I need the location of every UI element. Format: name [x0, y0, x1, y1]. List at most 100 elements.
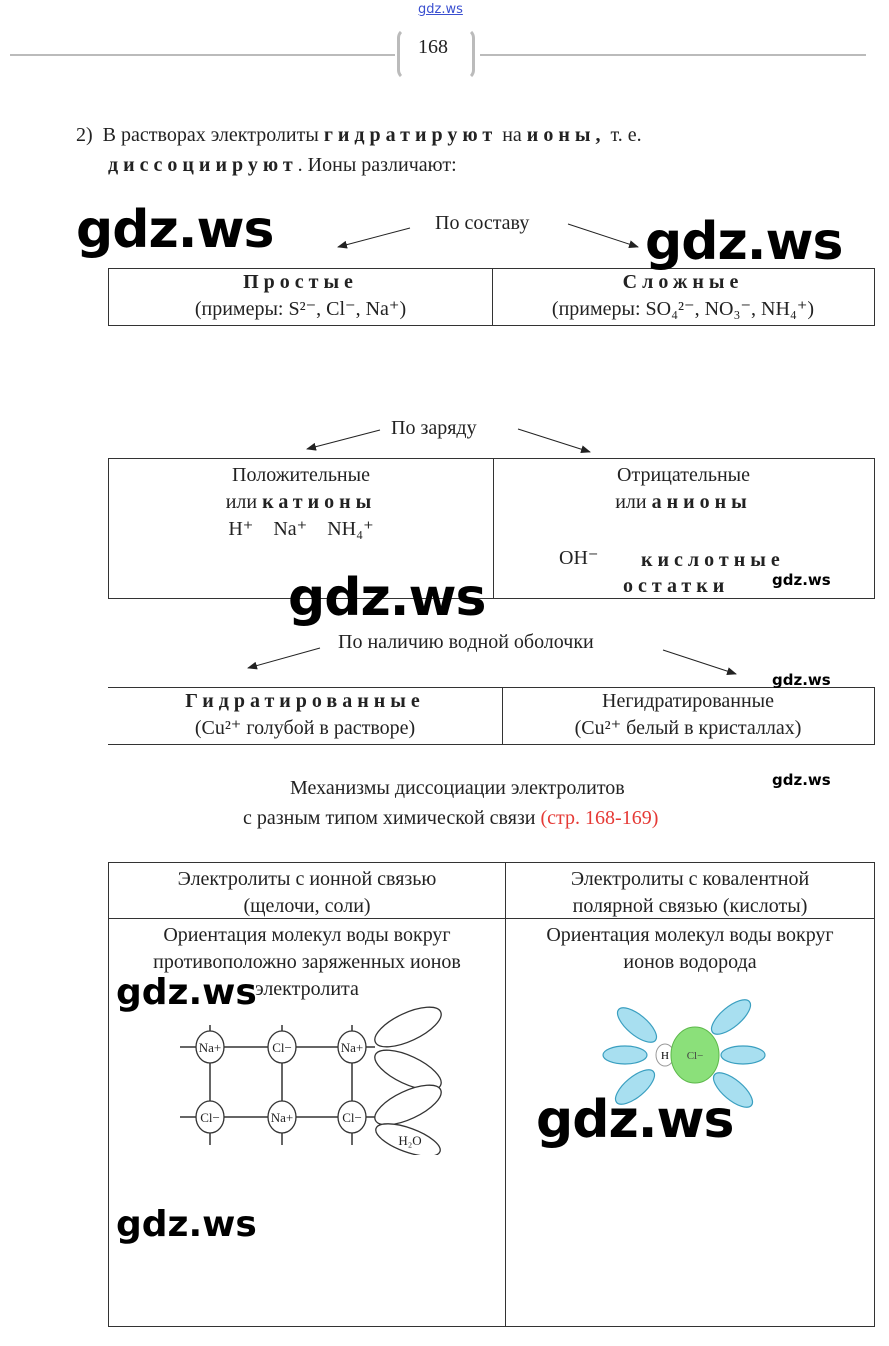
acid-residues-1: кислотные: [641, 549, 785, 571]
text: Ориентация молекул воды вокруг: [546, 924, 834, 946]
nonhydrated-example: (Cu²⁺ белый в кристаллах): [574, 717, 802, 739]
ion-label: Na+: [199, 1040, 222, 1055]
complex-cell: Сложные (примеры: SO₄²⁻, NO₃⁻, NH₄⁺): [492, 269, 874, 325]
watermark: gdz.ws: [116, 972, 257, 1013]
watermark: gdz.ws: [76, 200, 274, 260]
positive-cell: Положительные или катионы H⁺ Na⁺ NH₄⁺: [109, 459, 494, 598]
hydrogen-label: H: [661, 1050, 669, 1062]
mechanisms-table: Электролиты с ионной связью (щелочи, сол…: [108, 862, 875, 1327]
ionic-header: Электролиты с ионной связью (щелочи, сол…: [109, 866, 505, 920]
positive-title: Положительные: [232, 464, 370, 486]
watermark: gdz.ws: [645, 212, 843, 272]
ionic-lattice-diagram: Na+ Cl− Na+ Cl− Na+ Cl− H₂O: [180, 1006, 442, 1155]
text: или: [615, 491, 647, 513]
composition-label: По составу: [435, 212, 530, 234]
chlorine-label: Cl−: [687, 1050, 704, 1062]
covalent-body: Ориентация молекул воды вокруг ионов вод…: [506, 922, 874, 976]
complex-title: Сложные: [622, 271, 744, 293]
water-dipole: [374, 1084, 442, 1126]
watermark: gdz.ws: [772, 771, 831, 789]
covalent-header: Электролиты с ковалентной полярной связь…: [506, 866, 874, 920]
sodium-ion: [267, 1100, 297, 1134]
watermark: gdz.ws: [116, 1204, 257, 1245]
header-rule-right: [480, 54, 866, 56]
arrow-left: [306, 429, 381, 451]
text: противоположно заряженных ионов: [153, 951, 461, 973]
complex-examples: (примеры: SO₄²⁻, NO₃⁻, NH₄⁺): [551, 298, 815, 320]
text: электролита: [255, 978, 359, 1000]
ionic-body: Ориентация молекул воды вокруг противопо…: [109, 922, 505, 1003]
text: т. е.: [610, 124, 642, 146]
water-dipole: [720, 1045, 766, 1065]
hydrated-cell: Гидратированные (Cu²⁺ голубой в растворе…: [108, 688, 503, 744]
page-number-bracket: [397, 28, 475, 80]
positive-examples: H⁺ Na⁺ NH₄⁺: [228, 518, 374, 540]
column-divider: [505, 863, 506, 1326]
water-dipole: [616, 1007, 658, 1043]
negative-term: или анионы: [493, 489, 874, 516]
text: на: [502, 124, 522, 146]
water-dipole: [614, 1069, 656, 1105]
arrows: [247, 223, 737, 675]
text: полярной связью (кислоты): [572, 895, 808, 917]
water-dipole: [712, 1072, 754, 1108]
text: или: [225, 491, 258, 513]
text: ионов водорода: [623, 951, 757, 973]
term-anions: анионы: [651, 491, 752, 513]
composition-table: Простые (примеры: S²⁻, Cl⁻, Na⁺) Сложные…: [108, 268, 875, 326]
negative-title: Отрицательные: [617, 464, 750, 486]
ion-label: Na+: [271, 1110, 294, 1125]
water-dipole: [374, 1049, 442, 1091]
nonhydrated-title: Негидратированные: [602, 690, 774, 712]
chloride-ion: [337, 1100, 367, 1134]
charge-label: По заряду: [391, 417, 477, 439]
watermark: gdz.ws: [772, 671, 831, 689]
simple-title: Простые: [243, 271, 358, 293]
term-dissociate: диссоциируют: [108, 154, 298, 176]
term-hydrate: гидратируют: [323, 124, 498, 146]
watermark: gdz.ws: [288, 568, 486, 628]
term-cations: катионы: [262, 491, 377, 513]
text: Электролиты с ковалентной: [570, 868, 810, 890]
hydrated-example: (Cu²⁺ голубой в растворе): [194, 717, 416, 739]
water-dipole: [374, 1006, 442, 1048]
charge-table: Положительные или катионы H⁺ Na⁺ NH₄⁺ От…: [108, 458, 875, 599]
watermark: gdz.ws: [772, 571, 831, 589]
mechanisms-title-1: Механизмы диссоциации электролитов: [290, 777, 625, 799]
water-dipole: [710, 999, 752, 1035]
watermark: gdz.ws: [536, 1090, 734, 1150]
site-header[interactable]: gdz.ws: [418, 2, 463, 17]
hydrated-title: Гидратированные: [185, 690, 425, 712]
term-ions: ионы,: [526, 124, 606, 146]
simple-cell: Простые (примеры: S²⁻, Cl⁻, Na⁺): [109, 269, 493, 325]
ion-label: Cl−: [342, 1110, 362, 1125]
text: В растворах электролиты: [102, 124, 319, 146]
water-dipole: [375, 1123, 441, 1155]
arrow-left: [247, 647, 321, 670]
ion-label: Cl−: [272, 1040, 292, 1055]
hydration-table: Гидратированные (Cu²⁺ голубой в растворе…: [108, 687, 875, 745]
negative-cell: Отрицательные или анионы OH⁻ кислотные о…: [493, 459, 874, 598]
intro-line1: 2) В растворах электролиты гидратируют н…: [76, 124, 642, 147]
acid-residues-2: остатки: [623, 575, 730, 597]
arrow-right: [567, 223, 639, 248]
chloride-ion: [195, 1100, 225, 1134]
sodium-ion: [337, 1030, 367, 1064]
item-number: 2): [76, 124, 93, 146]
hcl-hydration-diagram: H Cl−: [602, 999, 766, 1108]
mechanisms-title-2: с разным типом химической связи (стр. 16…: [243, 807, 658, 830]
simple-examples: (примеры: S²⁻, Cl⁻, Na⁺): [194, 298, 407, 320]
text: Ориентация молекул воды вокруг: [163, 924, 451, 946]
nonhydrated-cell: Негидратированные (Cu²⁺ белый в кристалл…: [502, 688, 874, 744]
ion-label: Cl−: [200, 1110, 220, 1125]
hydroxide-ion: OH⁻: [559, 547, 599, 569]
arrow-left: [337, 227, 411, 249]
page-reference[interactable]: (стр. 168-169): [540, 807, 659, 829]
intro-line2: диссоциируют. Ионы различают:: [108, 154, 457, 177]
text: с разным типом химической связи: [243, 807, 536, 829]
hydration-label: По наличию водной оболочки: [338, 631, 594, 653]
chloride-ion: [267, 1030, 297, 1064]
water-label: H₂O: [398, 1133, 421, 1148]
page-number: 168: [418, 36, 448, 58]
